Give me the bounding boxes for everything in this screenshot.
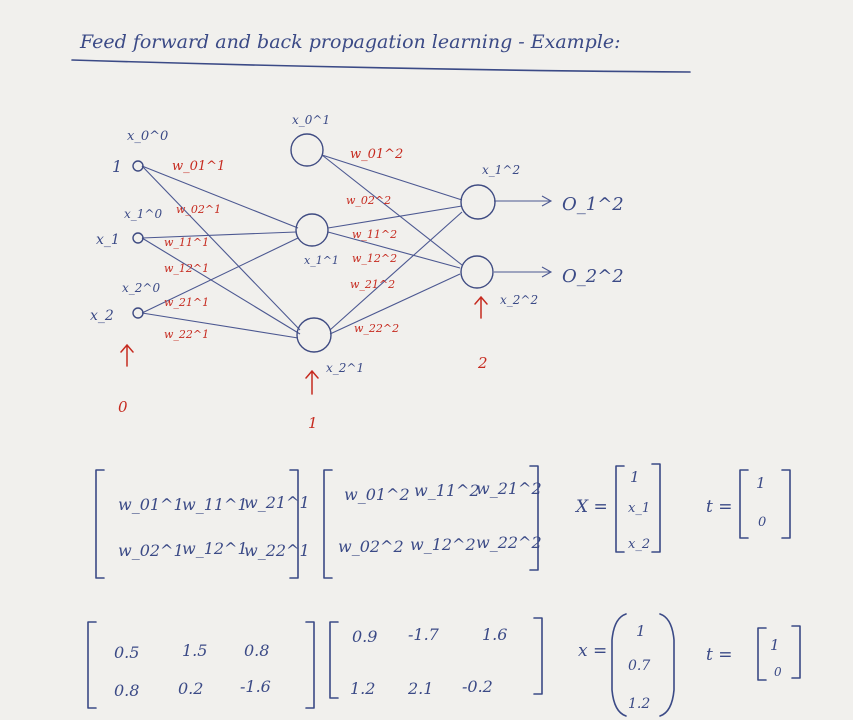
weight-w21-2: w_21^2	[350, 278, 395, 291]
output-value-1: O_1^2	[562, 194, 624, 215]
weight-w11-1: w_11^1	[164, 236, 209, 249]
weight-w11-2: w_11^2	[352, 228, 397, 241]
input-node-0	[132, 160, 144, 172]
num-w1-r0c1: 1.5	[182, 641, 207, 660]
symbolic-equations: w_01^1 w_11^1 w_21^1 w_02^1 w_12^1 w_22^…	[95, 463, 791, 579]
num-w1-r0c2: 0.8	[244, 641, 269, 660]
num-w2-r1c2: -0.2	[462, 677, 493, 696]
sym-w2-r1c2: w_22^2	[476, 533, 542, 552]
num-x-1: 0.7	[628, 658, 650, 674]
sym-x-label: X =	[574, 497, 608, 517]
output-label-2: x_2^2	[500, 293, 538, 307]
sym-t-1: 0	[758, 515, 766, 530]
hidden-label-2: x_2^1	[326, 361, 364, 375]
num-t-0: 1	[770, 636, 780, 654]
input-label-0: x_0^0	[127, 129, 168, 144]
sym-w1-r0c0: w_01^1	[118, 495, 184, 514]
weight-w02-1: w_02^1	[176, 203, 221, 216]
num-t-1: 0	[774, 665, 782, 679]
hidden-node-2	[296, 317, 332, 353]
input-label-2: x_2^0	[122, 281, 160, 295]
num-x-2: 1.2	[628, 696, 650, 712]
layer-markers: 0 1 2	[118, 295, 488, 432]
weight-w12-1: w_12^1	[164, 262, 209, 275]
network-connections	[141, 154, 553, 339]
sym-x-1: x_1	[628, 501, 650, 516]
hidden-node-0	[290, 133, 324, 167]
num-w2-r1c1: 2.1	[407, 679, 433, 698]
sym-w2-r0c0: w_01^2	[344, 485, 410, 504]
sym-w1-r1c0: w_02^1	[118, 541, 184, 560]
weight-w22-1: w_22^1	[164, 328, 209, 341]
weight-w22-2: w_22^2	[354, 322, 399, 335]
num-w2-r0c0: 0.9	[352, 627, 377, 646]
output-value-2: O_2^2	[562, 266, 624, 287]
input-label-1: x_1^0	[124, 207, 162, 221]
sym-w1-r1c1: w_12^1	[182, 539, 248, 558]
input-value-0: 1	[112, 157, 122, 176]
input-node-2	[132, 307, 144, 319]
num-w2-r0c2: 1.6	[482, 625, 507, 644]
num-w1-r0c0: 0.5	[114, 643, 139, 662]
sym-x-2: x_2	[628, 537, 650, 552]
sym-t-0: 1	[756, 474, 766, 492]
node-labels: x_0^0 x_1^0 x_2^0 1 x_1 x_2 x_0^1 x_1^1 …	[90, 113, 624, 375]
num-w2-r0c1: -1.7	[408, 625, 440, 644]
hidden-node-1	[295, 213, 329, 247]
num-w2-r1c0: 1.2	[350, 679, 375, 698]
output-node-1	[460, 184, 496, 220]
input-node-1	[132, 232, 144, 244]
output-node-2	[460, 255, 494, 289]
num-x-label: x =	[578, 641, 607, 661]
sym-w2-r1c1: w_12^2	[410, 535, 476, 554]
weight-labels: w_01^1 w_02^1 w_11^1 w_12^1 w_21^1 w_22^…	[164, 147, 403, 341]
hidden-label-0: x_0^1	[292, 113, 330, 127]
layer-number-1: 1	[308, 414, 318, 432]
layer-number-2: 2	[477, 354, 488, 372]
sym-w2-r0c2: w_21^2	[476, 479, 542, 498]
num-t-label: t =	[706, 645, 732, 665]
hidden-label-1: x_1^1	[304, 254, 339, 267]
num-w1-r1c1: 0.2	[178, 679, 203, 698]
sym-w2-r0c1: w_11^2	[414, 481, 480, 500]
sym-w1-r1c2: w_22^1	[244, 541, 310, 560]
weight-w01-1: w_01^1	[172, 159, 225, 174]
numeric-equations: 0.5 1.5 0.8 0.8 0.2 -1.6 0.9 -1.7 1.6 1.…	[87, 613, 801, 717]
page-title: Feed forward and back propagation learni…	[79, 31, 621, 53]
input-value-2: x_2	[90, 308, 114, 324]
sym-x-0: 1	[630, 468, 640, 486]
num-w1-r1c2: -1.6	[240, 677, 271, 696]
weight-w21-1: w_21^1	[164, 296, 209, 309]
num-x-0: 1	[636, 622, 646, 640]
weight-w02-2: w_02^2	[346, 194, 391, 207]
sym-w1-r0c2: w_21^1	[244, 493, 310, 512]
sym-t-label: t =	[706, 497, 732, 517]
weight-w01-2: w_01^2	[350, 147, 403, 162]
sym-w1-r0c1: w_11^1	[182, 495, 248, 514]
input-value-1: x_1	[96, 232, 120, 248]
num-w1-r1c0: 0.8	[114, 681, 139, 700]
network-nodes	[132, 133, 496, 353]
weight-w12-2: w_12^2	[352, 252, 397, 265]
output-label-1: x_1^2	[482, 163, 520, 177]
sym-w2-r1c0: w_02^2	[338, 537, 404, 556]
layer-number-0: 0	[118, 398, 128, 416]
title-underline	[71, 59, 691, 73]
